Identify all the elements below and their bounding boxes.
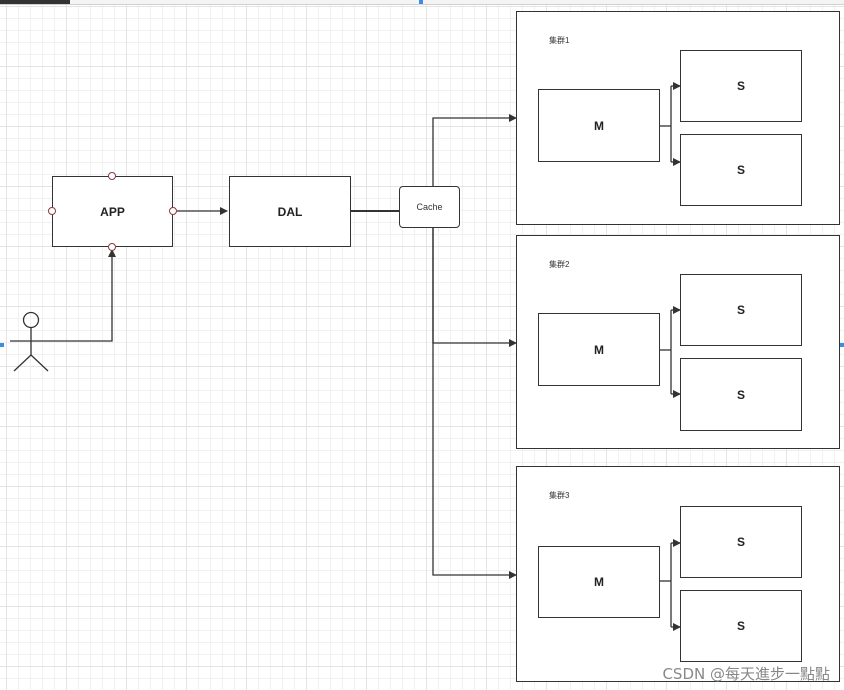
- cluster-1-slave-2-label: S: [736, 163, 745, 177]
- cluster-1-master[interactable]: M: [538, 89, 660, 162]
- edge-actor-app: [52, 249, 116, 342]
- app-label: APP: [100, 204, 125, 219]
- cluster-2-slave-2-label: S: [736, 387, 745, 402]
- cluster-3-slave-1-label: S: [736, 535, 745, 549]
- cluster-3-slave-2-label: S: [736, 619, 745, 633]
- actor-icon[interactable]: [10, 311, 52, 372]
- cluster-2-slave-2[interactable]: S: [680, 358, 802, 431]
- cluster-2-master-label: M: [594, 342, 604, 357]
- cluster-1[interactable]: 集群1 M S S: [516, 11, 840, 225]
- cluster-1-links: [660, 82, 681, 166]
- cluster-2-links: [660, 306, 681, 398]
- cluster-1-slave-2[interactable]: S: [680, 134, 802, 206]
- watermark: CSDN @每天進步一點點: [662, 665, 830, 683]
- cluster-1-slave-1-label: S: [736, 79, 745, 93]
- cluster-1-title: 集群1: [549, 36, 570, 45]
- dal-label: DAL: [277, 204, 303, 219]
- cluster-3-master-label: M: [594, 575, 604, 589]
- cluster-3[interactable]: 集群3 M S S: [516, 466, 840, 682]
- edge-cache-cluster3: [432, 228, 517, 579]
- cluster-3-links: [660, 539, 681, 631]
- cluster-2-title: 集群2: [549, 260, 570, 269]
- cache-label: Cache: [416, 202, 443, 212]
- cluster-2-slave-1-label: S: [736, 303, 745, 317]
- cache-node[interactable]: Cache: [399, 186, 460, 228]
- selection-handle-top[interactable]: [419, 0, 423, 4]
- cluster-1-master-label: M: [594, 118, 604, 133]
- cluster-2-master[interactable]: M: [538, 313, 660, 386]
- selection-handle-right[interactable]: [840, 343, 844, 347]
- cluster-3-slave-2[interactable]: S: [680, 590, 802, 662]
- cluster-2-slave-1[interactable]: S: [680, 274, 802, 346]
- cluster-3-slave-1[interactable]: S: [680, 506, 802, 578]
- cluster-3-master[interactable]: M: [538, 546, 660, 618]
- cluster-1-slave-1[interactable]: S: [680, 50, 802, 122]
- cluster-2[interactable]: 集群2 M S S: [516, 235, 840, 449]
- selection-handle-left[interactable]: [0, 343, 4, 347]
- dal-node[interactable]: DAL: [229, 176, 351, 247]
- cluster-3-title: 集群3: [549, 491, 570, 500]
